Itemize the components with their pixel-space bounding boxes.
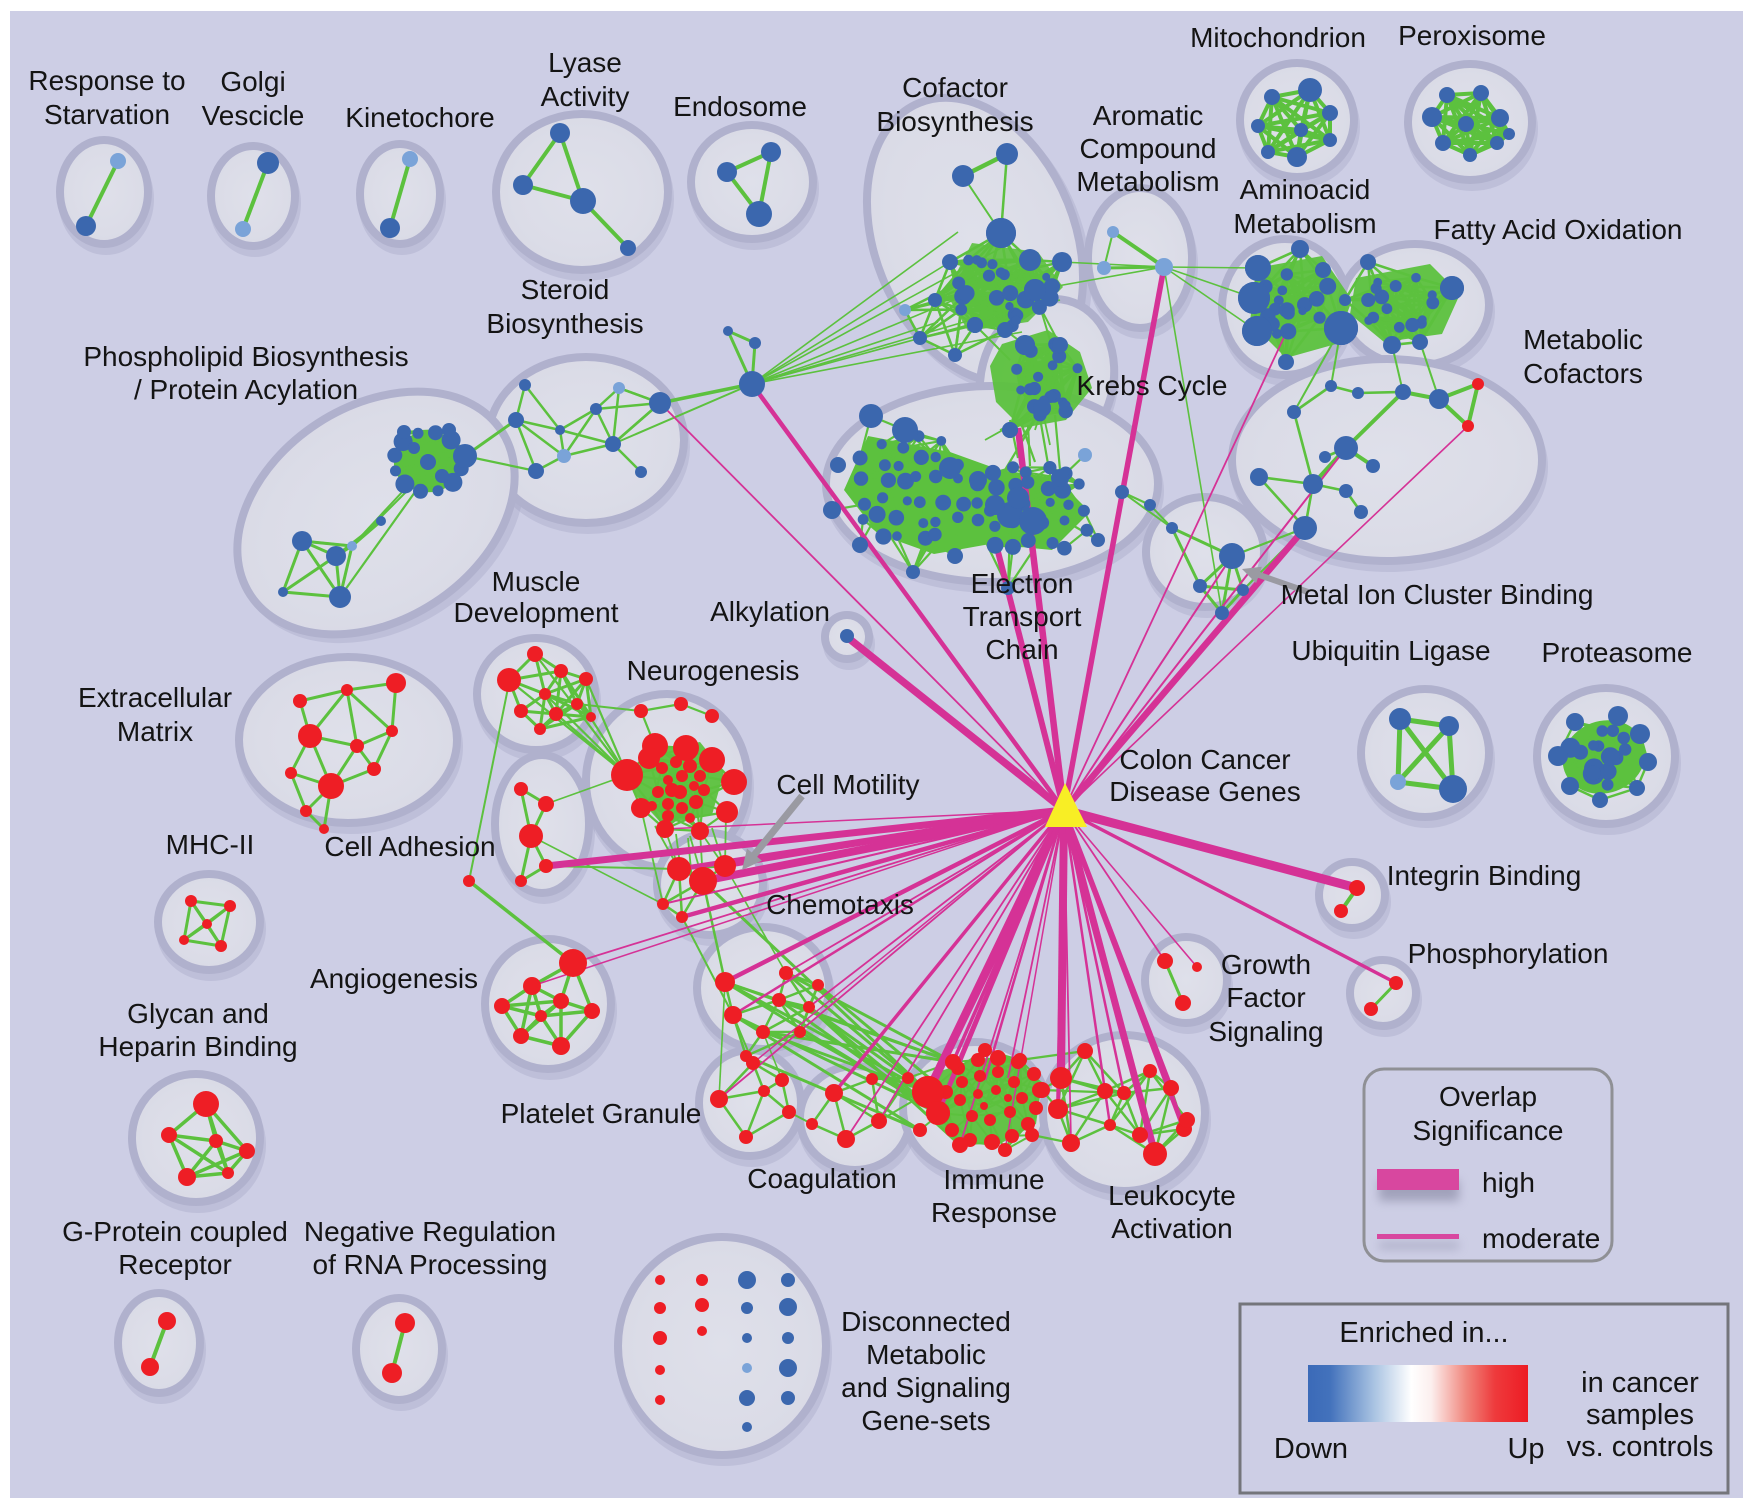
svg-text:Neurogenesis: Neurogenesis [627, 655, 800, 686]
svg-text:Angiogenesis: Angiogenesis [310, 963, 478, 994]
svg-text:Compound: Compound [1080, 133, 1217, 164]
svg-text:Signaling: Signaling [1208, 1016, 1323, 1047]
svg-text:Gene-sets: Gene-sets [861, 1405, 990, 1436]
svg-text:/ Protein Acylation: / Protein Acylation [134, 374, 358, 405]
svg-text:Biosynthesis: Biosynthesis [876, 106, 1033, 137]
svg-text:in cancer: in cancer [1581, 1367, 1699, 1399]
svg-text:Cell Adhesion: Cell Adhesion [324, 831, 495, 862]
svg-text:and Signaling: and Signaling [841, 1372, 1011, 1403]
svg-text:Metabolism: Metabolism [1076, 166, 1219, 197]
svg-text:Negative Regulation: Negative Regulation [304, 1216, 556, 1247]
svg-text:Up: Up [1507, 1433, 1544, 1465]
svg-text:Growth: Growth [1221, 949, 1311, 980]
svg-text:Response to: Response to [28, 65, 185, 96]
svg-text:Cofactors: Cofactors [1523, 358, 1643, 389]
svg-text:Activation: Activation [1111, 1213, 1232, 1244]
svg-text:Alkylation: Alkylation [710, 596, 830, 627]
svg-text:Steroid: Steroid [521, 274, 610, 305]
svg-text:MHC-II: MHC-II [166, 829, 255, 860]
svg-text:Fatty Acid Oxidation: Fatty Acid Oxidation [1433, 214, 1682, 245]
svg-text:Integrin Binding: Integrin Binding [1387, 860, 1582, 891]
svg-text:moderate: moderate [1482, 1223, 1600, 1254]
svg-text:Response: Response [931, 1197, 1057, 1228]
svg-text:Kinetochore: Kinetochore [345, 102, 494, 133]
svg-text:Activity: Activity [541, 81, 630, 112]
svg-text:Metabolic: Metabolic [866, 1339, 986, 1370]
svg-text:Disease Genes: Disease Genes [1109, 776, 1300, 807]
svg-text:Lyase: Lyase [548, 47, 622, 78]
svg-text:Cofactor: Cofactor [902, 72, 1008, 103]
svg-text:Cell Motility: Cell Motility [776, 769, 919, 800]
svg-text:high: high [1482, 1167, 1535, 1198]
svg-text:Endosome: Endosome [673, 91, 807, 122]
svg-text:Platelet Granule: Platelet Granule [501, 1098, 702, 1129]
svg-text:Metabolic: Metabolic [1523, 324, 1643, 355]
svg-text:Golgi: Golgi [220, 66, 285, 97]
svg-text:Transport: Transport [963, 601, 1082, 632]
svg-text:Aminoacid: Aminoacid [1240, 174, 1371, 205]
svg-text:Leukocyte: Leukocyte [1108, 1180, 1236, 1211]
svg-text:Factor: Factor [1226, 982, 1305, 1013]
svg-text:of RNA Processing: of RNA Processing [313, 1249, 548, 1280]
svg-text:Extracellular: Extracellular [78, 682, 232, 713]
svg-text:Aromatic: Aromatic [1093, 100, 1203, 131]
svg-text:Glycan and: Glycan and [127, 998, 269, 1029]
svg-text:vs. controls: vs. controls [1567, 1431, 1714, 1463]
svg-text:Metabolism: Metabolism [1233, 208, 1376, 239]
svg-text:Proteasome: Proteasome [1542, 637, 1693, 668]
svg-text:Metal Ion Cluster Binding: Metal Ion Cluster Binding [1281, 579, 1594, 610]
svg-text:Starvation: Starvation [44, 99, 170, 130]
svg-text:Down: Down [1274, 1433, 1348, 1465]
svg-text:Chemotaxis: Chemotaxis [766, 889, 914, 920]
svg-text:Muscle: Muscle [492, 566, 581, 597]
svg-text:Ubiquitin Ligase: Ubiquitin Ligase [1291, 635, 1490, 666]
svg-text:Mitochondrion: Mitochondrion [1190, 22, 1366, 53]
svg-text:Phosphorylation: Phosphorylation [1408, 938, 1609, 969]
svg-text:Chain: Chain [985, 634, 1058, 665]
svg-text:Development: Development [454, 597, 619, 628]
svg-text:samples: samples [1586, 1399, 1694, 1431]
svg-text:Receptor: Receptor [118, 1249, 232, 1280]
svg-text:Biosynthesis: Biosynthesis [486, 308, 643, 339]
svg-text:Peroxisome: Peroxisome [1398, 20, 1546, 51]
svg-text:Vescicle: Vescicle [202, 100, 305, 131]
svg-text:Immune: Immune [943, 1164, 1044, 1195]
svg-text:G-Protein coupled: G-Protein coupled [62, 1216, 288, 1247]
svg-text:Enriched in...: Enriched in... [1339, 1317, 1508, 1349]
svg-text:Significance: Significance [1413, 1115, 1564, 1146]
svg-text:Krebs Cycle: Krebs Cycle [1077, 370, 1228, 401]
svg-text:Coagulation: Coagulation [747, 1163, 896, 1194]
svg-text:Overlap: Overlap [1439, 1081, 1537, 1112]
svg-text:Heparin Binding: Heparin Binding [98, 1031, 297, 1062]
svg-text:Phospholipid Biosynthesis: Phospholipid Biosynthesis [83, 341, 408, 372]
svg-text:Matrix: Matrix [117, 716, 193, 747]
svg-text:Colon Cancer: Colon Cancer [1119, 744, 1290, 775]
svg-text:Electron: Electron [971, 568, 1074, 599]
svg-text:Disconnected: Disconnected [841, 1306, 1011, 1337]
